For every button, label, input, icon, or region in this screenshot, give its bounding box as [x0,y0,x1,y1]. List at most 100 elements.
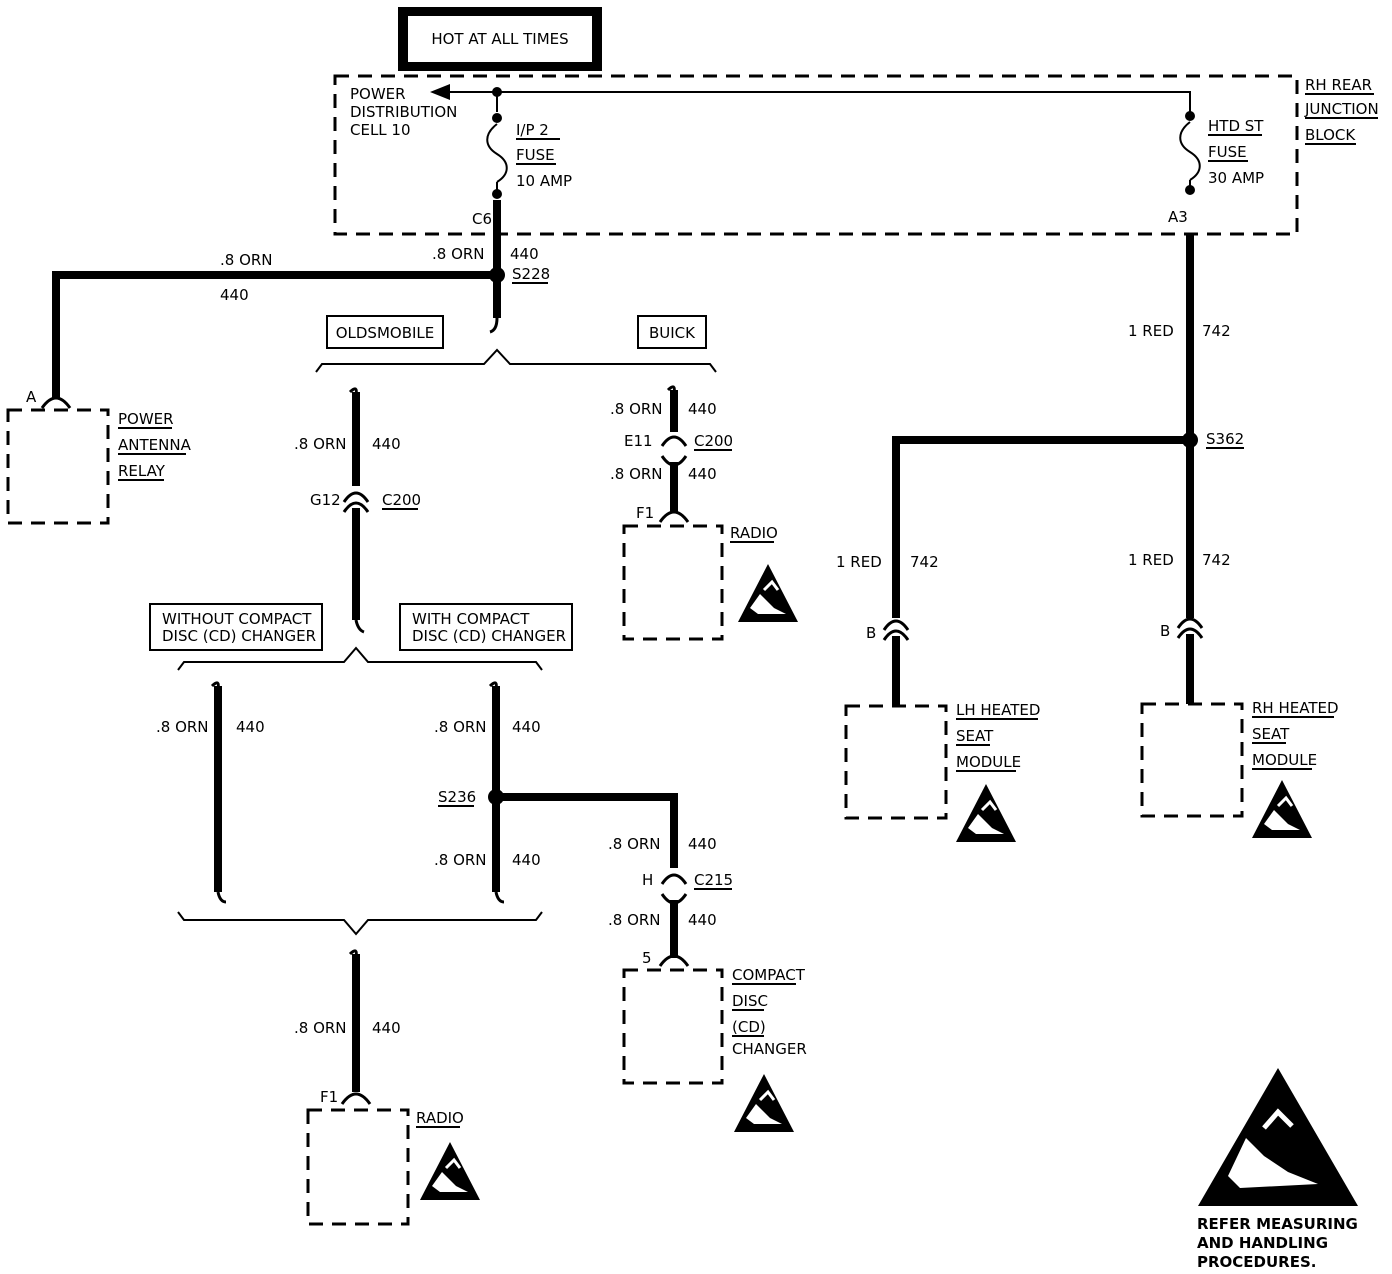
wire-label-440: 440 [372,1019,401,1037]
htd-st-fuse-name: HTD ST [1208,117,1264,135]
radio-box-buick [622,524,724,641]
lh-label-2: SEAT [956,727,994,745]
esd-warning-icon [954,782,1018,844]
wire-label-orn: .8 ORN [220,251,273,269]
cd-changer-box [622,968,724,1085]
connector-f1: F1 [320,1088,338,1106]
fuse-icon [486,87,508,199]
rh-block-label-1: RH REAR [1305,76,1372,94]
antenna-label-2: ANTENNA [118,436,192,454]
option-brace [315,348,717,373]
wire-label-orn: .8 ORN [294,1019,347,1037]
ip2-fuse-name: I/P 2 [516,121,549,139]
option-with-cd-2: DISC (CD) CHANGER [412,627,566,645]
connector-h: H [642,871,653,889]
connector-e11: E11 [624,432,653,450]
option-buick: BUICK [649,324,696,342]
connector-a: A [26,388,37,406]
htd-st-fuse-word: FUSE [1208,143,1247,161]
pdc-label-2: DISTRIBUTION [350,103,457,121]
option-without-cd-1: WITHOUT COMPACT [162,610,312,628]
connector-5: 5 [642,949,652,967]
connector-b: B [866,624,876,642]
esd-warning-icon [1250,778,1314,840]
wire-label-440: 440 [220,286,249,304]
connector-c200: C200 [382,491,421,509]
wire-label-742: 742 [910,553,939,571]
wire-label-440: 440 [236,718,265,736]
power-antenna-relay-box [6,408,110,525]
option-with-cd-1: WITH COMPACT [412,610,530,628]
rh-block-label-3: BLOCK [1305,126,1356,144]
option-oldsmobile-box [326,315,444,349]
option-brace [177,911,543,936]
esd-note-3: PROCEDURES. [1197,1253,1316,1271]
radio-label-olds: RADIO [416,1109,464,1127]
pdc-label-1: POWER [350,85,406,103]
splice-label-s228: S228 [512,265,550,283]
wire-label-440: 440 [372,435,401,453]
rh-label-2: SEAT [1252,725,1290,743]
arrow-left-icon [430,84,450,100]
rh-label-3: MODULE [1252,751,1317,769]
connector-g12: G12 [310,491,341,509]
wire-label-440: 440 [512,718,541,736]
wire-label-orn: .8 ORN [608,911,661,929]
option-with-cd-box [399,603,573,651]
connector-b: B [1160,622,1170,640]
option-without-cd-2: DISC (CD) CHANGER [162,627,316,645]
splice-label-s362: S362 [1206,430,1244,448]
wire-label-440: 440 [512,851,541,869]
wire-label-orn: .8 ORN [608,835,661,853]
esd-warning-icon [1198,1068,1358,1206]
wire-label-orn: .8 ORN [294,435,347,453]
cd-label-4: CHANGER [732,1040,807,1058]
fuse-icon [1179,111,1201,195]
option-brace [177,646,543,671]
wire-label-742: 742 [1202,322,1231,340]
pdc-label-3: CELL 10 [350,121,411,139]
esd-warning-icon [418,1140,482,1202]
option-without-cd-box [149,603,323,651]
wire-label-orn: .8 ORN [434,718,487,736]
ip2-fuse-word: FUSE [516,146,555,164]
lh-label-3: MODULE [956,753,1021,771]
wire-label-red: 1 RED [836,553,882,571]
terminal-c6: C6 [472,210,492,228]
rh-label-1: RH HEATED [1252,699,1339,717]
wire-label-440: 440 [688,465,717,483]
wire-label-orn: .8 ORN [434,851,487,869]
wire-label-440: 440 [688,835,717,853]
connector-c200: C200 [694,432,733,450]
wire-label-orn: .8 ORN [610,400,663,418]
wire-label-440: 440 [510,245,539,263]
esd-warning-icon [736,562,800,624]
antenna-label-1: POWER [118,410,174,428]
cd-label-2: DISC [732,992,768,1010]
lh-label-1: LH HEATED [956,701,1040,719]
esd-note-1: REFER MEASURING [1197,1215,1358,1233]
connector-f1: F1 [636,504,654,522]
ip2-fuse-rating: 10 AMP [516,172,572,190]
cd-label-3: (CD) [732,1018,766,1036]
esd-warning-icon [732,1072,796,1134]
option-buick-box [637,315,707,349]
wire-label-red: 1 RED [1128,322,1174,340]
radio-box-olds [306,1108,410,1226]
wire-label-red: 1 RED [1128,551,1174,569]
wire-label-orn: .8 ORN [156,718,209,736]
rh-block-label-2: JUNCTION [1304,100,1379,118]
terminal-a3: A3 [1168,208,1188,226]
hot-at-all-times-label: HOT AT ALL TIMES [431,30,568,48]
connector-c215: C215 [694,871,733,889]
wire-label-742: 742 [1202,551,1231,569]
wire-label-440: 440 [688,911,717,929]
rh-heated-seat-module-box [1140,702,1244,818]
cd-label-1: COMPACT [732,966,806,984]
wire-label-orn: .8 ORN [432,245,485,263]
wire-label-440: 440 [688,400,717,418]
lh-heated-seat-module-box [844,704,948,820]
antenna-label-3: RELAY [118,462,166,480]
htd-st-fuse-rating: 30 AMP [1208,169,1264,187]
radio-label-buick: RADIO [730,524,778,542]
